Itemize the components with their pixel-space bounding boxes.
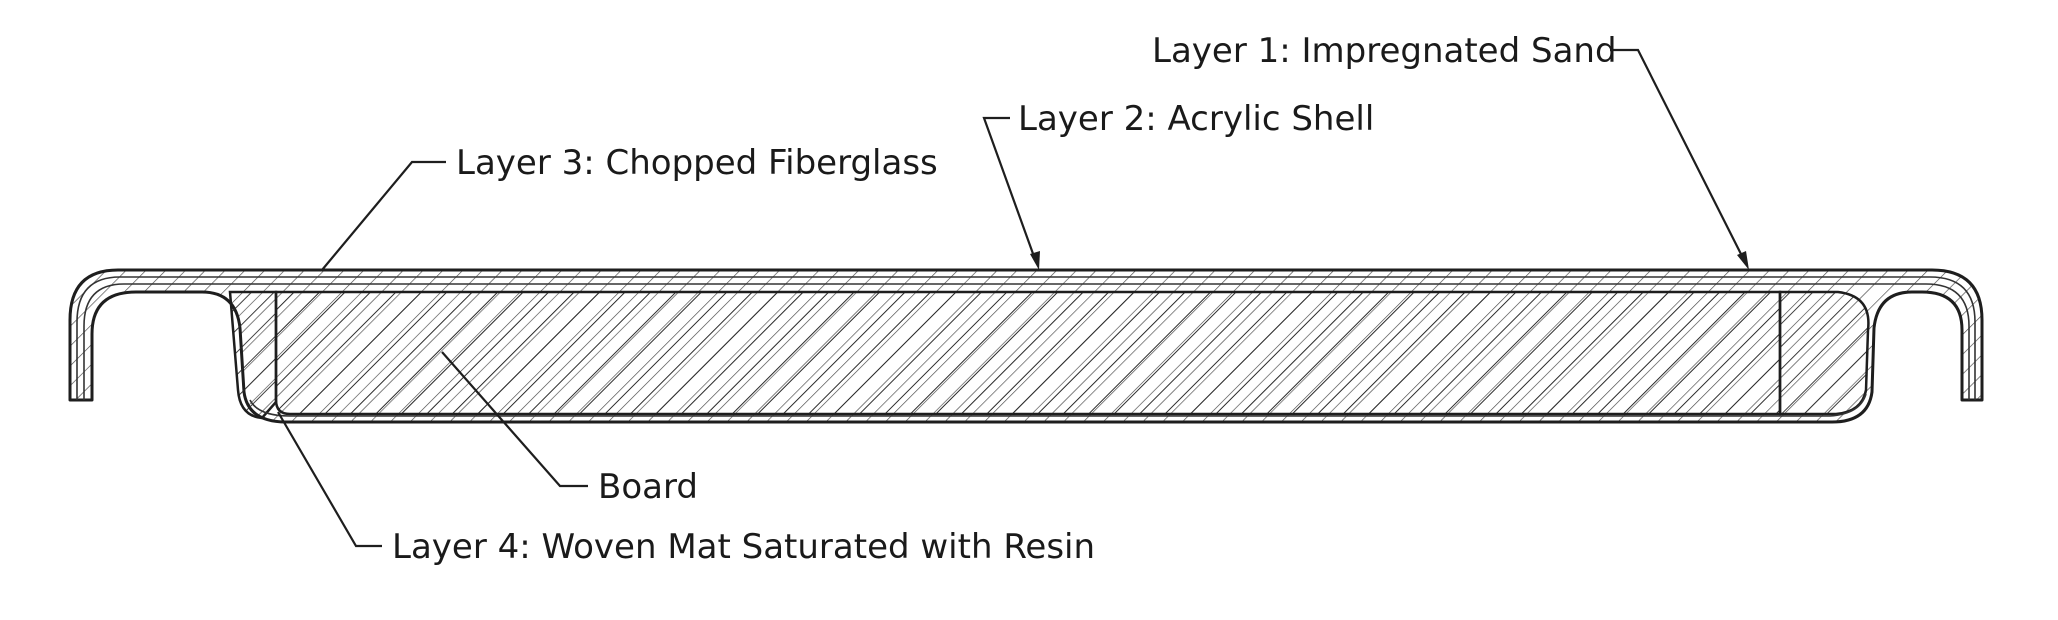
board-core bbox=[274, 290, 1782, 416]
leader-layer3 bbox=[321, 160, 446, 271]
label-layer1: Layer 1: Impregnated Sand bbox=[1152, 31, 1617, 71]
label-layer3: Layer 3: Chopped Fiberglass bbox=[456, 143, 938, 183]
leader-layer4 bbox=[277, 411, 382, 548]
leader-board bbox=[441, 351, 588, 488]
arrow-layer2 bbox=[1030, 251, 1040, 270]
left-resin-block bbox=[228, 290, 278, 420]
shell-layer-line-1 bbox=[76, 276, 1976, 400]
leader-layer1 bbox=[1610, 48, 1746, 263]
arrow-layer1 bbox=[1737, 251, 1749, 270]
woven-mat-line bbox=[249, 393, 1867, 417]
label-layer4: Layer 4: Woven Mat Saturated with Resin bbox=[392, 527, 1095, 567]
shell-layer-line-2 bbox=[83, 283, 1970, 400]
label-layer2: Layer 2: Acrylic Shell bbox=[1018, 99, 1374, 139]
leader-layer2 bbox=[982, 116, 1038, 263]
label-board: Board bbox=[598, 467, 698, 507]
right-resin-block bbox=[1778, 290, 1870, 416]
